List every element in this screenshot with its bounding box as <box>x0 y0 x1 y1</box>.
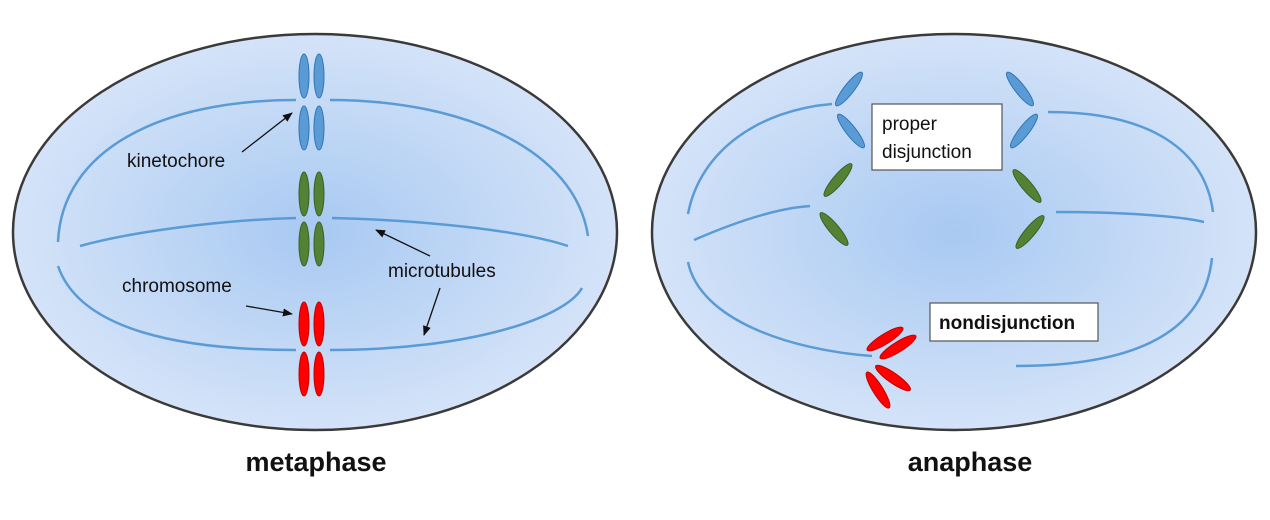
metaphase-cell: kinetochore chromosome microtubules meta… <box>11 32 619 477</box>
metaphase-microtubules <box>56 98 590 352</box>
chromosome-label: chromosome <box>122 276 232 297</box>
proper-disjunction-line1: proper <box>882 114 938 135</box>
anaphase-chromosome-green-right <box>1012 169 1045 249</box>
anaphase-chromosome-blue-right <box>1005 71 1039 149</box>
microtubules-arrow-upper <box>375 229 431 257</box>
kinetochore-label: kinetochore <box>127 151 225 172</box>
nondisjunction-label: nondisjunction <box>939 313 1075 334</box>
anaphase-chromosome-green-left <box>819 163 853 246</box>
kinetochore-arrow <box>241 112 293 153</box>
chromosome-arrow <box>245 305 293 317</box>
anaphase-microtubules <box>686 102 1215 368</box>
anaphase-caption: anaphase <box>908 447 1033 477</box>
anaphase-cell: proper disjunction nondisjunction anapha… <box>650 32 1258 477</box>
anaphase-chromosome-red-nondisjunction <box>865 326 917 409</box>
microtubules-label: microtubules <box>388 261 496 282</box>
metaphase-caption: metaphase <box>245 447 386 477</box>
metaphase-chromosome-red <box>298 301 325 397</box>
metaphase-chromosome-green <box>298 171 325 267</box>
proper-disjunction-line2: disjunction <box>882 142 972 163</box>
metaphase-chromosome-blue <box>298 53 325 151</box>
nondisjunction-box: nondisjunction <box>929 302 1099 342</box>
proper-disjunction-box: proper disjunction <box>871 103 1003 171</box>
microtubules-arrow-lower <box>423 287 441 336</box>
anaphase-chromosome-blue-left <box>834 71 866 149</box>
anaphase-cell-membrane <box>650 32 1258 432</box>
